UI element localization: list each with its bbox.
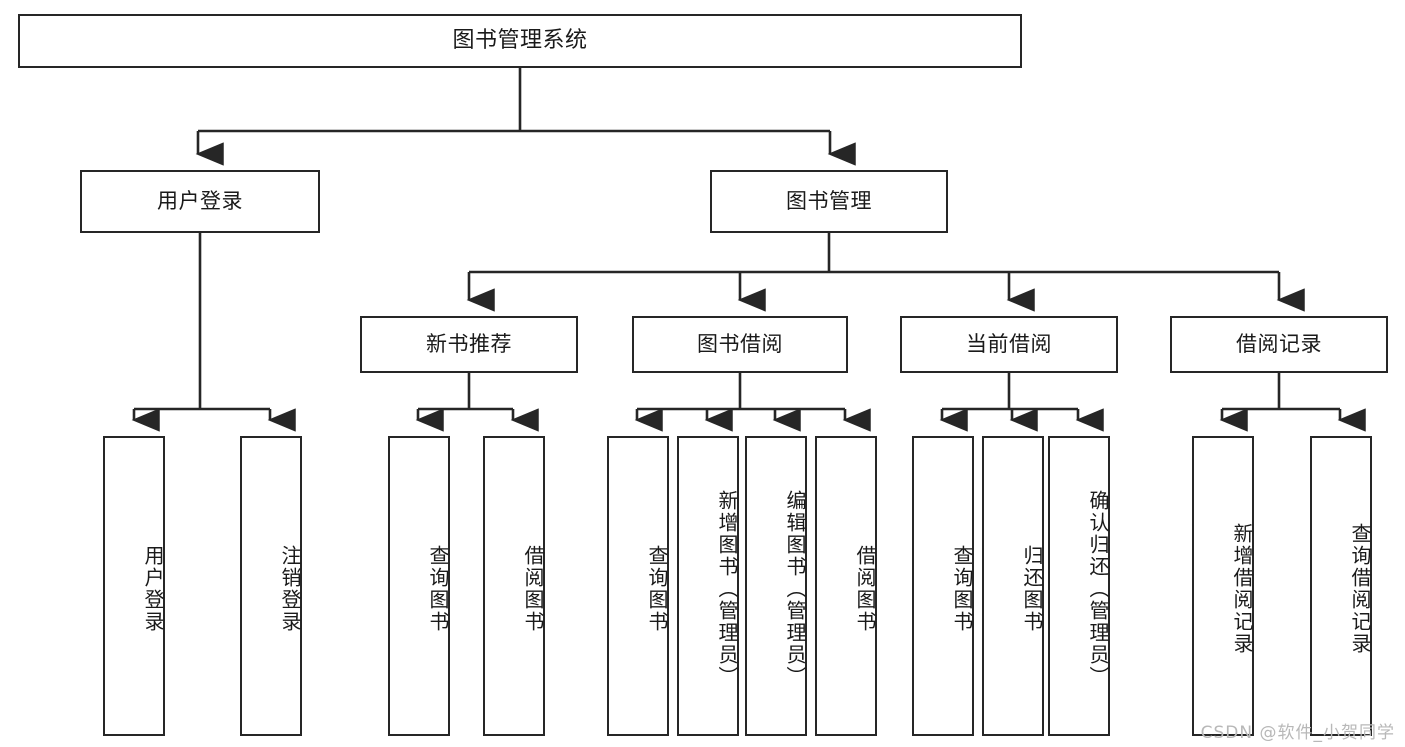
node-label: 查询图书 [645,545,669,633]
leaf-current-return-book[interactable]: 归还图书 [982,436,1044,736]
node-label: 用户登录 [157,188,243,213]
leaf-recommend-borrow-book[interactable]: 借阅图书 [483,436,545,736]
leaf-current-confirm-return-admin[interactable]: 确认归还（管理员） [1048,436,1110,736]
leaf-user-login-signout[interactable]: 注销登录 [240,436,302,736]
node-book-borrow[interactable]: 图书借阅 [632,316,848,373]
node-label: 编辑图书（管理员） [783,490,807,688]
node-label: 借阅图书 [853,545,877,633]
node-label: 新增图书（管理员） [715,490,739,688]
node-label: 用户登录 [141,545,165,633]
leaf-borrow-query-book[interactable]: 查询图书 [607,436,669,736]
leaf-record-add-record[interactable]: 新增借阅记录 [1192,436,1254,736]
node-root-system[interactable]: 图书管理系统 [18,14,1022,68]
node-label: 图书管理 [786,188,872,213]
leaf-borrow-borrow-book[interactable]: 借阅图书 [815,436,877,736]
node-borrow-record[interactable]: 借阅记录 [1170,316,1388,373]
leaf-current-query-book[interactable]: 查询图书 [912,436,974,736]
node-label: 借阅图书 [521,545,545,633]
leaf-borrow-edit-book-admin[interactable]: 编辑图书（管理员） [745,436,807,736]
node-label: 当前借阅 [966,331,1052,356]
node-label: 新书推荐 [426,331,512,356]
watermark-text: CSDN @软件_小贺同学 [1200,723,1395,743]
node-label: 查询借阅记录 [1348,523,1372,655]
node-label: 图书管理系统 [452,27,588,53]
node-label: 新增借阅记录 [1230,523,1254,655]
leaf-user-login-signin[interactable]: 用户登录 [103,436,165,736]
node-label: 归还图书 [1020,545,1044,633]
node-user-login[interactable]: 用户登录 [80,170,320,233]
node-label: 图书借阅 [697,331,783,356]
leaf-borrow-add-book-admin[interactable]: 新增图书（管理员） [677,436,739,736]
node-new-book-recommend[interactable]: 新书推荐 [360,316,578,373]
node-label: 查询图书 [426,545,450,633]
node-label: 确认归还（管理员） [1086,490,1110,688]
leaf-recommend-query-book[interactable]: 查询图书 [388,436,450,736]
node-label: 借阅记录 [1236,331,1322,356]
leaf-record-query-record[interactable]: 查询借阅记录 [1310,436,1372,736]
node-current-borrow[interactable]: 当前借阅 [900,316,1118,373]
node-label: 注销登录 [278,545,302,633]
node-book-management[interactable]: 图书管理 [710,170,948,233]
node-label: 查询图书 [950,545,974,633]
